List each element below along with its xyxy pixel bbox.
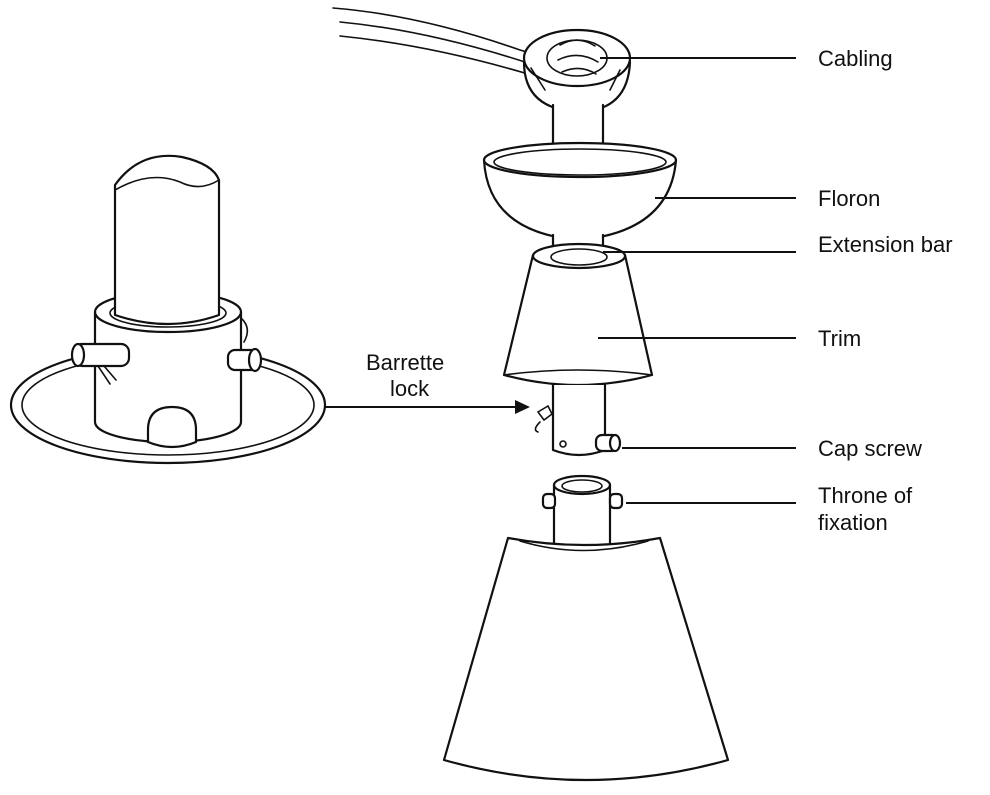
leader-lines [325, 57, 796, 504]
label-cap-screw: Cap screw [818, 436, 922, 461]
detail-tube-cut [114, 176, 220, 191]
detail-view-mounting-base [9, 154, 327, 465]
label-barrette-line2: lock [390, 376, 430, 401]
label-trim: Trim [818, 326, 861, 351]
barrette-arrow-head [515, 400, 530, 414]
detail-knob [146, 405, 198, 449]
detail-tube [113, 154, 221, 326]
barrette-lock-part [534, 404, 554, 433]
label-barrette-line1: Barrette [366, 350, 444, 375]
cap-screw-part [594, 433, 622, 453]
label-throne-line1: Throne of [818, 483, 913, 508]
cabling-cap [522, 28, 632, 114]
floron-bowl [482, 141, 678, 242]
label-cabling: Cabling [818, 46, 893, 71]
lamp-shade [442, 536, 730, 782]
label-floron: Floron [818, 186, 880, 211]
throne-of-fixation-part [541, 474, 624, 552]
trim-cone [502, 242, 654, 387]
label-throne-line2: fixation [818, 510, 888, 535]
detail-screw-right [226, 347, 263, 373]
label-extension-bar: Extension bar [818, 232, 953, 257]
detail-bracket-right [240, 317, 249, 343]
detail-screw-left [70, 342, 131, 385]
